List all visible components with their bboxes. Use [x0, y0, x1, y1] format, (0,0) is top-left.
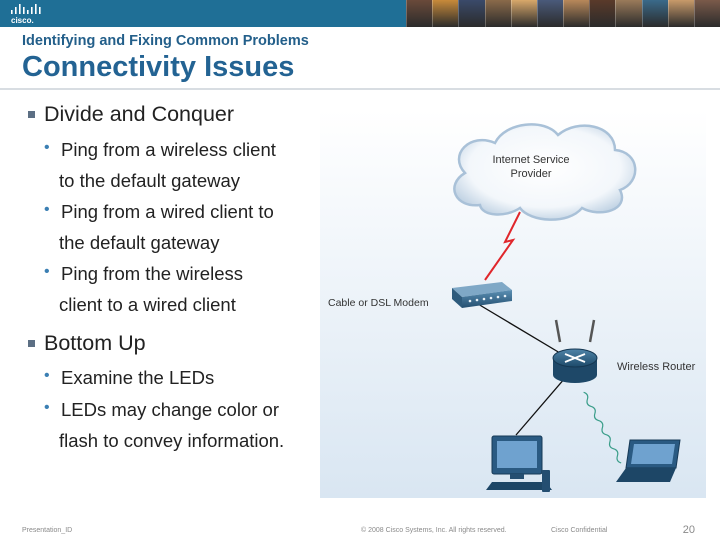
modem-label: Cable or DSL Modem: [328, 297, 429, 309]
cisco-logo: cisco.: [11, 4, 41, 25]
sub-bullet-text: Ping from the wireless: [61, 263, 243, 284]
header-photo: [563, 0, 590, 27]
router-desktop-link: [515, 377, 566, 436]
sub-bullet-continuation: flash to convey information.: [59, 430, 285, 451]
dot-bullet-icon: •: [44, 201, 50, 218]
logo-text: cisco.: [11, 16, 34, 25]
header-photo: [484, 0, 511, 27]
footer-confidential: Cisco Confidential: [551, 527, 608, 534]
header-photo: [589, 0, 616, 27]
page-number: 20: [682, 524, 695, 536]
wireless-signal-icon: [583, 391, 622, 464]
sub-bullet-text: LEDs may change color or: [61, 399, 279, 420]
header-photo: [432, 0, 459, 27]
dot-bullet-icon: •: [44, 263, 50, 280]
header-photo: [406, 0, 433, 27]
sub-bullet-text: Examine the LEDs: [61, 367, 215, 388]
header-bar: cisco.: [0, 0, 720, 27]
dot-bullet-icon: •: [44, 139, 50, 156]
modem-icon: [452, 282, 512, 308]
footer-presentation-id: Presentation_ID: [22, 527, 73, 534]
header-photo: [667, 0, 694, 27]
square-bullet-icon: [28, 340, 35, 347]
wireless-router-icon: [552, 319, 598, 383]
slide-title: Connectivity Issues: [22, 51, 295, 83]
modem-router-link: [477, 303, 566, 357]
title-divider: [0, 88, 720, 90]
desktop-computer-icon: [486, 435, 552, 492]
sub-bullet-text: Ping from a wireless client: [61, 139, 276, 160]
bullet-text: Bottom Up: [44, 331, 146, 355]
header-photo: [510, 0, 537, 27]
slide-subtitle: Identifying and Fixing Common Problems: [22, 33, 309, 49]
bullet-text: Divide and Conquer: [44, 102, 235, 126]
sub-bullet-continuation: the default gateway: [59, 232, 220, 253]
laptop-icon: [616, 439, 681, 482]
sub-bullet-continuation: client to a wired client: [59, 294, 236, 315]
sub-bullet-text: Ping from a wired client to: [61, 201, 274, 222]
isp-label: Internet Service: [492, 154, 569, 166]
router-label: Wireless Router: [617, 361, 696, 373]
network-diagram: Internet Service Provider Cable or DSL M…: [320, 110, 706, 498]
dot-bullet-icon: •: [44, 399, 50, 416]
header-photo: [458, 0, 485, 27]
dot-bullet-icon: •: [44, 367, 50, 384]
sub-bullet-continuation: to the default gateway: [59, 170, 241, 191]
header-photo: [615, 0, 642, 27]
header-photo: [641, 0, 668, 27]
header-photo: [693, 0, 720, 27]
lightning-bolt-icon: [484, 211, 521, 281]
cloud-icon: [453, 123, 637, 221]
photo-strip: [406, 0, 720, 27]
header-photo: [536, 0, 564, 27]
footer-copyright: © 2008 Cisco Systems, Inc. All rights re…: [361, 527, 507, 534]
isp-label: Provider: [511, 168, 552, 180]
square-bullet-icon: [28, 111, 35, 118]
